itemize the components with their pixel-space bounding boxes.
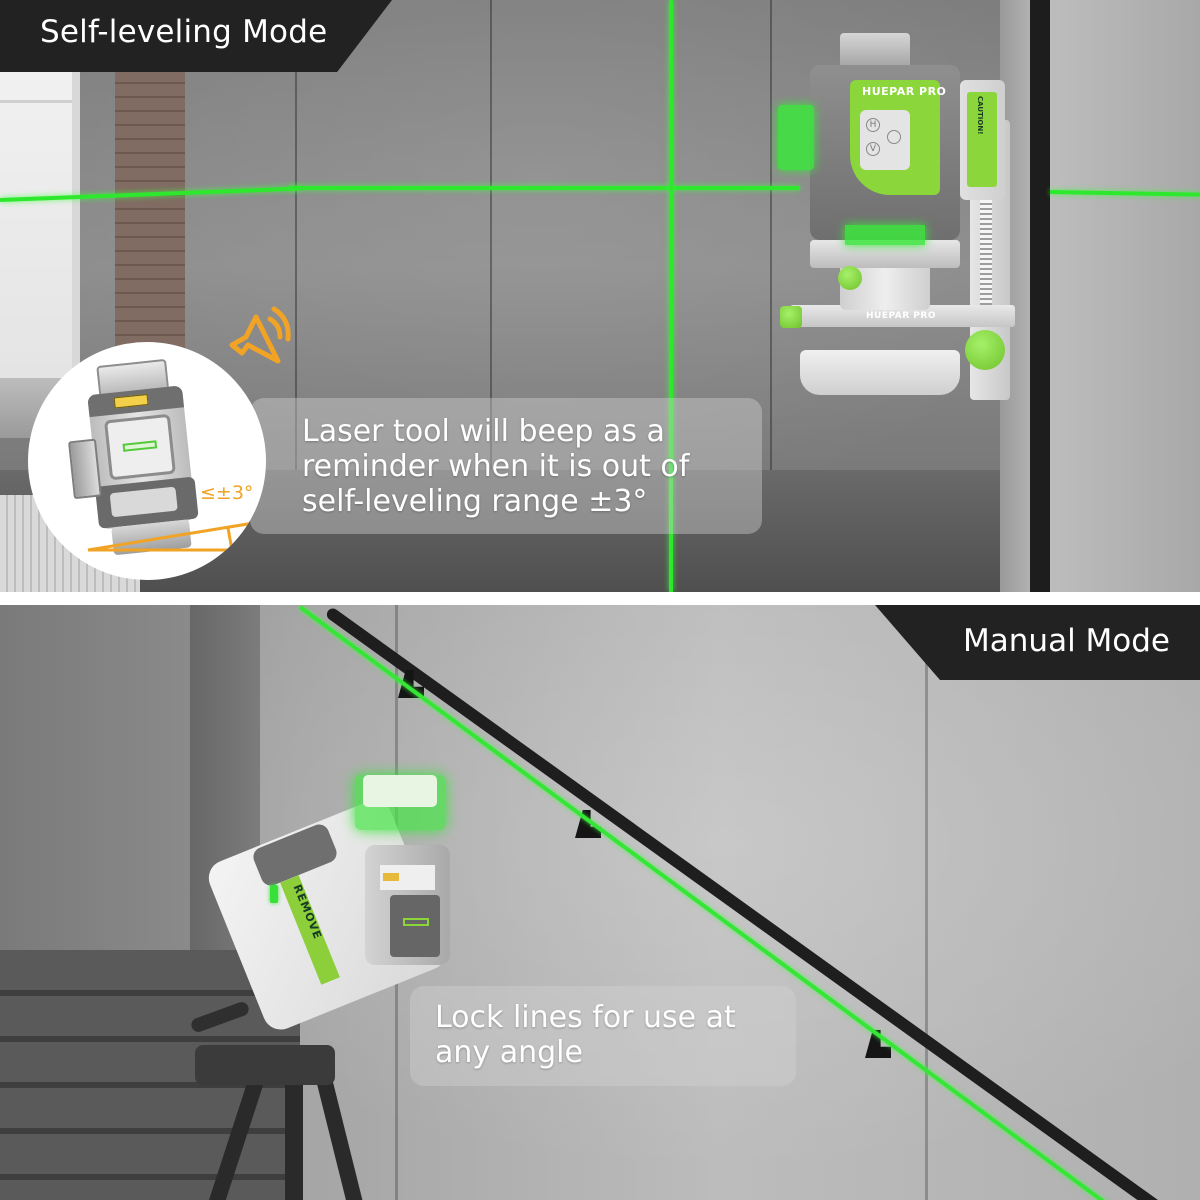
- mount-base: [800, 350, 960, 395]
- wall-seam: [295, 0, 297, 470]
- caption-line: Laser tool will beep as a: [302, 414, 665, 449]
- tripod-head: [195, 1045, 335, 1085]
- caution-label: CAUTION!: [967, 92, 997, 187]
- wall-seam: [770, 0, 772, 470]
- window: [0, 40, 80, 380]
- tilt-angle-label: ≤±3°: [200, 482, 254, 504]
- self-leveling-caption: Laser tool will beep as a reminder when …: [250, 398, 762, 534]
- speaker-beep-icon: [229, 306, 291, 364]
- caption-line: any angle: [435, 1035, 583, 1070]
- caption-line: reminder when it is out of: [302, 449, 690, 484]
- slope-angle-icon: [87, 520, 266, 552]
- bracket-rack: [980, 190, 992, 310]
- v-button: V: [866, 142, 880, 156]
- tilt-warning-inset: ≤±3°: [28, 342, 266, 580]
- mode-title-badge: [0, 0, 392, 72]
- wall-seam: [490, 0, 492, 470]
- lock-knob: [965, 330, 1005, 370]
- mode-title: Manual Mode: [963, 623, 1170, 659]
- door-edge: [1030, 0, 1050, 592]
- laser-level-device: HUEPAR PRO HUEPAR PRO H V CAUTION!: [770, 30, 1030, 400]
- power-button: [887, 130, 901, 144]
- laser-level-device-tilted: REMOVE: [203, 775, 475, 1075]
- self-leveling-panel: HUEPAR PRO HUEPAR PRO H V CAUTION! Laser…: [0, 0, 1200, 592]
- mode-title-badge: Manual Mode: [875, 605, 1200, 680]
- tripod-leg: [285, 1075, 303, 1200]
- base-brand-label: HUEPAR PRO: [866, 311, 936, 321]
- mount-arm: [790, 305, 1015, 327]
- vertical-laser-line: [669, 0, 673, 592]
- top-laser-cap: [363, 775, 437, 807]
- manual-mode-panel: REMOVE Lock lines for use at any angle M…: [0, 605, 1200, 1200]
- bottom-laser-window: [845, 225, 925, 245]
- caption-line: Lock lines for use at: [435, 1000, 736, 1035]
- panel-divider: [0, 592, 1200, 605]
- device-brand-label: HUEPAR PRO: [862, 85, 947, 98]
- green-indicator: [403, 918, 429, 926]
- side-laser-window: [778, 105, 814, 170]
- fine-adjust-knob: [780, 306, 802, 328]
- adjustment-knob: [838, 266, 862, 290]
- manual-mode-caption: Lock lines for use at any angle: [410, 986, 796, 1086]
- side-laser-window: [390, 895, 440, 957]
- door-wall: [1050, 0, 1200, 592]
- warning-sticker: [383, 873, 399, 881]
- horizontal-laser-line: [290, 186, 800, 190]
- caution-text: CAUTION!: [976, 96, 984, 135]
- wall-seam: [925, 605, 928, 1200]
- battery-indicator-led: [270, 885, 278, 903]
- mode-title: Self-leveling Mode: [40, 14, 328, 50]
- h-button: H: [866, 118, 880, 132]
- top-laser-window: [840, 33, 910, 68]
- caption-line: self-leveling range ±3°: [302, 484, 648, 519]
